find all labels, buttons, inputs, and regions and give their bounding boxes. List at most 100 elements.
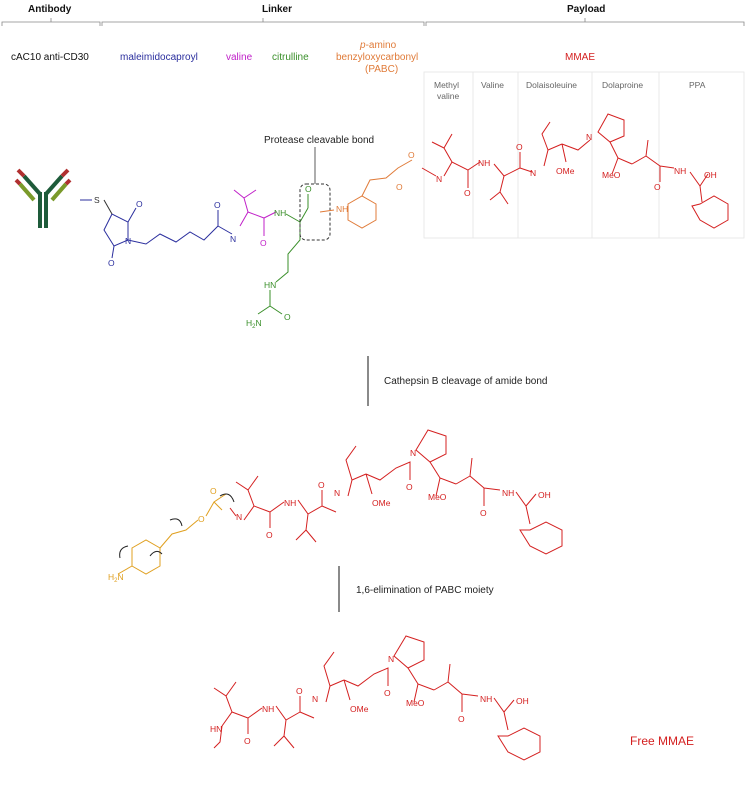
atom-oh-2: OH (538, 490, 551, 500)
atom-n-1: N (125, 236, 131, 246)
atom-nh-5: NH (284, 498, 296, 508)
atom-o-9: O (464, 188, 471, 198)
atom-o-19: O (296, 686, 303, 696)
step1-label: Cathepsin B cleavage of amide bond (384, 376, 547, 387)
curved-arrow-1 (119, 545, 129, 559)
atom-o-15: O (318, 480, 325, 490)
bracket-payload (425, 18, 745, 26)
atom-meo-3: MeO (406, 698, 425, 708)
free-mmae-molecule (213, 635, 541, 761)
atom-o-21: O (458, 714, 465, 724)
atom-o-1: O (136, 199, 143, 209)
atom-n-9: N (312, 694, 318, 704)
atom-ome-2: OMe (372, 498, 391, 508)
curved-arrow-3 (169, 518, 183, 527)
label-citrulline: citrulline (272, 52, 309, 63)
antibody-icon (14, 168, 72, 228)
maleimidocaproyl-fragment (80, 199, 233, 259)
atom-s: S (94, 195, 100, 205)
atom-nh-4: NH (674, 166, 686, 176)
atom-oh-3: OH (516, 696, 529, 706)
bracket-linker (101, 18, 425, 26)
step2-label: 1,6-elimination of PABC moiety (356, 585, 494, 596)
unit-valine: Valine (481, 80, 504, 90)
step2: 1,6-elimination of PABC moiety (338, 566, 494, 612)
atom-meo-1: MeO (602, 170, 621, 180)
pabc-free-fragment (117, 493, 227, 575)
mmae-fragment-1 (421, 113, 729, 229)
header-brackets (1, 18, 745, 26)
atom-n-8: N (410, 448, 416, 458)
label-mmae: MMAE (565, 52, 595, 63)
atom-o-14: O (266, 530, 273, 540)
atom-ome-3: OMe (350, 704, 369, 714)
atom-o-4: O (260, 238, 267, 248)
protease-label: Protease cleavable bond (264, 135, 374, 146)
pabc-fragment (319, 159, 413, 229)
header-payload: Payload (567, 4, 605, 15)
atom-o-18: O (244, 736, 251, 746)
free-mmae-atoms: HN O NH O N OMe O N MeO O NH OH (210, 654, 529, 746)
unit-methyl-valine-2: valine (437, 91, 459, 101)
unit-dolaisoleuine: Dolaisoleuine (526, 80, 577, 90)
atom-nh-3: NH (478, 158, 490, 168)
adc-molecule: S O O N O N O NH HN O H2N O Protease cle… (80, 113, 729, 330)
atom-o-8: O (408, 150, 415, 160)
atom-o-10: O (516, 142, 523, 152)
atom-nh-7: NH (262, 704, 274, 714)
atom-h2n-1: H2N (246, 318, 262, 330)
atom-n-7: N (334, 488, 340, 498)
atom-o-17: O (480, 508, 487, 518)
label-valine: valine (226, 52, 253, 63)
atom-ome-1: OMe (556, 166, 575, 176)
payload-unit-boxes: Methyl valine Valine Dolaisoleuine Dolap… (423, 71, 745, 239)
atom-o-6: O (305, 184, 312, 194)
step1: Cathepsin B cleavage of amide bond (367, 356, 547, 406)
header-linker: Linker (262, 4, 292, 15)
atom-o-5: O (284, 312, 291, 322)
curved-arrow-2 (149, 550, 163, 557)
header-antibody: Antibody (28, 4, 72, 15)
component-labels: cAC10 anti-CD30 maleimidocaproyl valine … (11, 40, 595, 75)
atom-n-5: N (586, 132, 592, 142)
atom-meo-2: MeO (428, 492, 447, 502)
atom-o-11: O (654, 182, 661, 192)
label-free-mmae: Free MMAE (630, 734, 694, 748)
atom-o-12: O (198, 514, 205, 524)
label-maleimidocaproyl: maleimidocaproyl (120, 52, 198, 63)
intermediate-molecule: H2N O O N O NH O N OMe O N MeO O NH (108, 429, 563, 584)
label-pabc-line3: (PABC) (365, 64, 398, 75)
atom-o-20: O (384, 688, 391, 698)
atom-nh-1: NH (274, 208, 286, 218)
mmae-fragment-2 (229, 429, 563, 555)
label-pabc-line1: p-amino (359, 40, 397, 51)
atom-o-7: O (396, 182, 403, 192)
atom-hn: HN (264, 280, 276, 290)
atom-oh-1: OH (704, 170, 717, 180)
valine-fragment (233, 189, 277, 236)
atom-nh-6: NH (502, 488, 514, 498)
atom-o-13: O (210, 486, 217, 496)
atom-n-3: N (436, 174, 442, 184)
atom-o-16: O (406, 482, 413, 492)
atom-n-4: N (530, 168, 536, 178)
electron-arrows (119, 493, 235, 559)
unit-methyl-valine-1: Methyl (434, 80, 459, 90)
bracket-antibody (1, 18, 101, 26)
atom-h2n-2: H2N (108, 572, 124, 584)
atom-o-3: O (214, 200, 221, 210)
atom-n-2: N (230, 234, 236, 244)
label-pabc-line2: benzyloxycarbonyl (336, 52, 418, 63)
atom-n-6: N (236, 512, 242, 522)
label-antibody-name: cAC10 anti-CD30 (11, 52, 89, 63)
curved-arrow-4 (219, 493, 235, 503)
unit-dolaproine: Dolaproine (602, 80, 643, 90)
unit-ppa: PPA (689, 80, 706, 90)
payload-box (423, 71, 745, 239)
atom-n-10: N (388, 654, 394, 664)
atom-o-2: O (108, 258, 115, 268)
atom-nh-8: NH (480, 694, 492, 704)
atom-nh-2: NH (336, 204, 348, 214)
atom-hn-2: HN (210, 724, 222, 734)
